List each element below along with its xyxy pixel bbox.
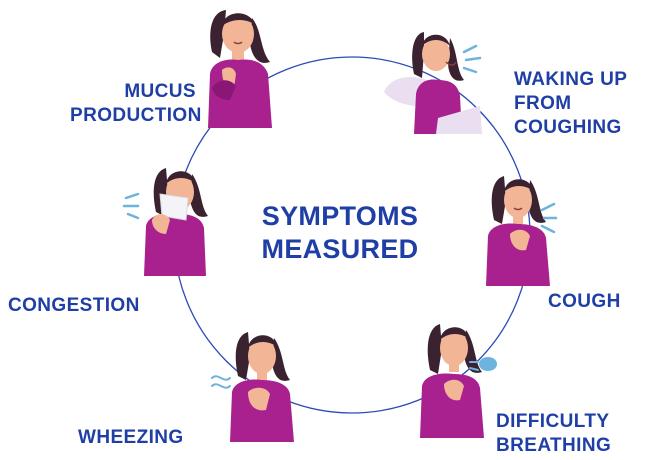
label-cough: COUGH bbox=[548, 291, 621, 312]
label-waking-up-from-coughing: WAKING UP FROM COUGHING bbox=[514, 69, 628, 138]
woman-sneezing-tissue-icon bbox=[122, 168, 208, 276]
woman-holding-throat-icon bbox=[208, 10, 272, 128]
label-difficulty-breathing: DIFFICULTY BREATHING bbox=[496, 411, 612, 456]
woman-coughing-icon bbox=[486, 176, 558, 286]
woman-short-of-breath-icon bbox=[420, 324, 497, 438]
title-line-1: SYMPTOMS bbox=[261, 201, 419, 231]
label-congestion: CONGESTION bbox=[8, 295, 140, 316]
label-wheezing: WHEEZING bbox=[78, 427, 184, 448]
woman-wheezing-icon bbox=[211, 332, 294, 442]
label-mucus-production: MUCUS PRODUCTION bbox=[70, 81, 202, 126]
title-line-2: MEASURED bbox=[261, 234, 419, 264]
diagram-title: SYMPTOMS MEASURED bbox=[240, 200, 440, 266]
woman-waking-in-bed-icon bbox=[384, 32, 482, 134]
